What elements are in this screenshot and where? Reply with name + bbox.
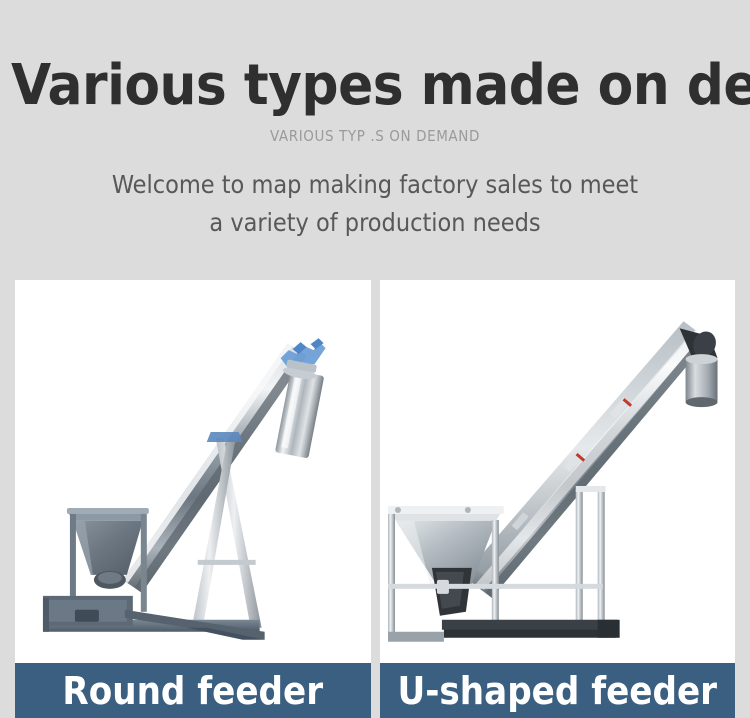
- page-title: Various types made on demand: [11, 53, 750, 118]
- product-card-round-feeder[interactable]: Round feeder: [15, 280, 371, 718]
- card-caption-u-shaped-feeder: U-shaped feeder: [379, 663, 735, 718]
- description-line-2: a variety of production needs: [209, 208, 541, 237]
- product-card-grid: Round feeder: [15, 280, 735, 718]
- description-line-1: Welcome to map making factory sales to m…: [111, 170, 639, 199]
- page-description: Welcome to map making factory sales to m…: [0, 166, 750, 242]
- page-subtitle: VARIOUS TYP .S ON DEMAND: [270, 127, 480, 145]
- card-caption-round-feeder: Round feeder: [15, 663, 371, 718]
- product-photo-round-feeder: [15, 280, 371, 663]
- header-section: Various types made on demand VARIOUS TYP…: [0, 0, 750, 280]
- u-shaped-feeder-illustration: [379, 280, 735, 663]
- product-card-u-shaped-feeder[interactable]: U-shaped feeder: [379, 280, 735, 718]
- round-feeder-illustration: [15, 280, 371, 663]
- product-photo-u-shaped-feeder: [379, 280, 735, 663]
